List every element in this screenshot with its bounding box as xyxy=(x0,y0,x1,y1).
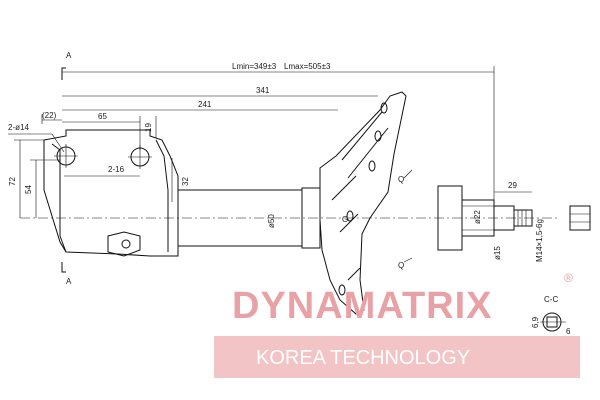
svg-text:2-ø14: 2-ø14 xyxy=(8,123,29,132)
brand-tagline: KOREA TECHNOLOGY xyxy=(256,347,470,369)
svg-text:ø22: ø22 xyxy=(473,210,482,224)
dim-22-ref: (22) xyxy=(41,111,62,124)
dim-341: 341 xyxy=(62,86,378,97)
svg-text:19: 19 xyxy=(144,123,153,132)
upper-cylinder: ø22 ø15 xyxy=(437,185,502,260)
brand-watermark: DYNAMATRIX ® KOREA TECHNOLOGY xyxy=(214,271,580,378)
svg-text:M14×1,5-6g: M14×1,5-6g xyxy=(535,219,544,262)
dim-32: 32 xyxy=(171,158,190,202)
q-marker-bottom: Q xyxy=(398,257,413,270)
svg-text:2-16: 2-16 xyxy=(108,165,125,174)
svg-text:341: 341 xyxy=(256,86,270,95)
dim-72: 72 xyxy=(8,139,44,218)
section-marker-top: A xyxy=(61,51,72,80)
svg-text:(22): (22) xyxy=(42,111,57,120)
svg-text:6: 6 xyxy=(566,327,571,336)
dim-65: 65 xyxy=(62,112,141,150)
svg-text:Q: Q xyxy=(398,261,404,270)
section-label-bottom: A xyxy=(66,277,72,286)
section-cc-detail: C-C 6,9 6 xyxy=(531,295,571,336)
svg-text:32: 32 xyxy=(181,177,190,186)
svg-text:72: 72 xyxy=(8,177,17,186)
lmin-text: Lmin=349±3 xyxy=(232,62,277,71)
svg-text:ø15: ø15 xyxy=(493,246,502,260)
dim-holes: 2-ø14 xyxy=(8,123,65,153)
lmax-text: Lmax=505±3 xyxy=(284,62,331,71)
svg-text:ø50: ø50 xyxy=(267,214,276,228)
dim-2-16: 2-16 xyxy=(64,165,140,177)
svg-text:65: 65 xyxy=(98,112,107,121)
q-marker-top: Q xyxy=(398,169,413,184)
brand-registered: ® xyxy=(564,271,573,285)
svg-text:29: 29 xyxy=(508,181,517,190)
dim-length: Lmin=349±3 Lmax=505±3 xyxy=(62,62,495,200)
section-marker-bottom: A xyxy=(61,262,72,286)
spring-seat: G xyxy=(319,91,407,315)
dim-241: 241 xyxy=(62,100,338,111)
top-nut xyxy=(569,205,591,231)
brand-name: DYNAMATRIX xyxy=(232,285,493,327)
svg-text:Q: Q xyxy=(398,175,404,184)
cc-label: C-C xyxy=(544,295,558,304)
dim-54: 54 xyxy=(24,159,60,218)
section-label-top: A xyxy=(66,51,72,60)
brand-banner xyxy=(214,336,580,378)
g-mark: G xyxy=(342,215,348,224)
svg-text:241: 241 xyxy=(198,100,212,109)
svg-text:54: 54 xyxy=(24,185,33,194)
dim-19: 19 xyxy=(144,116,157,138)
piston-rod-end: 29 M14×1,5-6g xyxy=(493,181,544,262)
brake-hose-clip xyxy=(107,231,141,257)
knuckle-bracket xyxy=(43,129,179,257)
svg-text:6,9: 6,9 xyxy=(531,316,540,328)
